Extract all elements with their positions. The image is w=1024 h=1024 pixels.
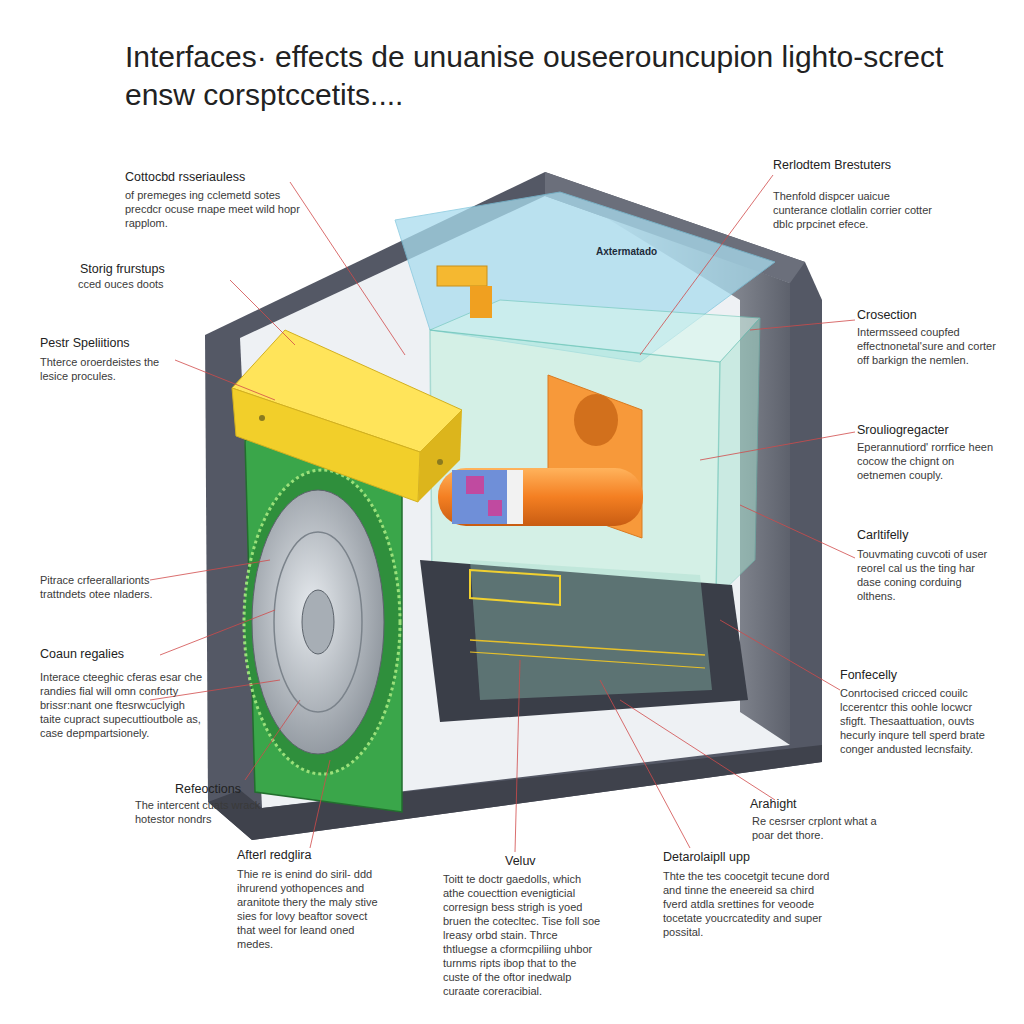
- callout-heading: Arahight: [750, 797, 880, 812]
- yellow-pad: [470, 570, 560, 605]
- callout-text: Thterce oroerdeistes the lesice procules…: [40, 355, 190, 383]
- callout-heading: Storig frurstups: [80, 262, 240, 277]
- callout-text: Thte the tes coocetgit tecune dord and t…: [663, 869, 833, 939]
- base-plate: [420, 560, 748, 722]
- part-tag: Axtermatado: [596, 246, 696, 258]
- disc-hub: [302, 590, 334, 654]
- callout-text: Touvmating cuvcoti of user reorel cal us…: [857, 547, 997, 603]
- cylinder-band: [466, 476, 484, 494]
- callout-heading: Crosection: [857, 308, 1007, 323]
- base-glass: [470, 560, 712, 700]
- screw: [437, 459, 443, 465]
- callout-heading: Coaun regalies: [40, 647, 200, 662]
- callout-text: Eperannutiord' rorrfice heen cocow the c…: [857, 440, 997, 482]
- callout-heading: Rerlodtem Brestuters: [773, 158, 943, 173]
- top-connector: [437, 266, 487, 286]
- callout-heading: Pestr Speliitions: [40, 336, 200, 351]
- flange-hole: [574, 394, 618, 446]
- callout-text: Interace cteeghic cferas esar che randie…: [40, 670, 205, 740]
- callout-text: Toitt te doctr gaedolls, which athe coue…: [443, 872, 603, 998]
- callout-heading: Detarolaipll upp: [663, 850, 833, 865]
- callout-text: Conrtocised cricced couilc lccerentcr th…: [840, 686, 995, 756]
- cylinder-band: [488, 500, 502, 516]
- callout-text: Intermsseed coupfed effectnonetal'sure a…: [857, 325, 997, 367]
- gear-ring: [244, 470, 400, 774]
- callout-heading: Veluv: [505, 854, 585, 869]
- yellow-block-front: [232, 388, 420, 502]
- callout-heading: Refeoctions: [175, 782, 295, 797]
- callout-heading: Carltifelly: [857, 528, 1007, 543]
- trace-line: [470, 652, 705, 668]
- leader-lines: [150, 175, 855, 852]
- callout-heading: Srouliogregacter: [857, 423, 1017, 438]
- callout-text: Re cesrser crplont what a poar det thore…: [752, 814, 887, 842]
- housing-shell: [205, 172, 822, 840]
- callout-text: cced ouces doots: [78, 277, 228, 291]
- cylinder-band: [452, 470, 507, 524]
- callout-text: Thenfold dispcer uaicue cunterance clotl…: [773, 189, 943, 231]
- trace-line: [470, 640, 705, 655]
- orange-cylinder: [438, 468, 643, 526]
- callout-heading: Cottocbd rsseriauless: [125, 170, 310, 185]
- callout-text: Pitrace crfeerallarionts trattndets otee…: [40, 573, 190, 601]
- callout-heading: Afterl redglira: [237, 848, 387, 863]
- top-connector-arm: [470, 286, 492, 318]
- diagram-title: Interfaces· effects de unuanise ouseerou…: [125, 38, 985, 114]
- glass-box-side: [716, 318, 760, 598]
- callout-text: Thie re is enind do siril- ddd ihrurend …: [237, 867, 382, 951]
- disc-ring: [274, 532, 362, 712]
- screw: [259, 415, 265, 421]
- callout-text: of premeges ing cclemetd sotes precdcr o…: [125, 188, 310, 230]
- disc: [252, 490, 384, 754]
- cylinder-collar: [507, 470, 523, 524]
- callout-text: The intercent cuats wrack hotestor nondr…: [135, 798, 270, 826]
- callout-heading: Fonfecelly: [840, 668, 990, 683]
- yellow-block-side: [418, 410, 462, 502]
- glass-box: [430, 330, 720, 598]
